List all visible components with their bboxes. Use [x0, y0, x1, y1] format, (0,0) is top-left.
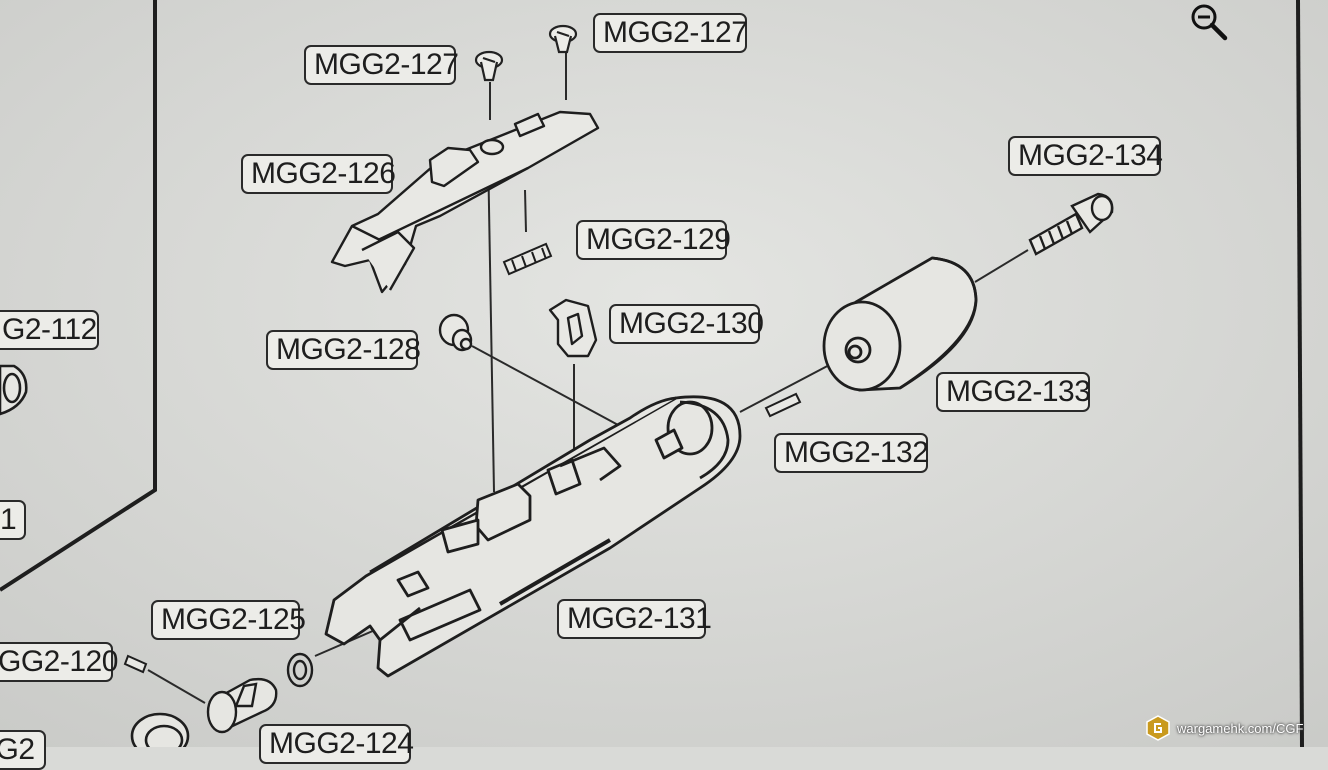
part-mgg2-134-screw — [1028, 192, 1114, 256]
label-bottom-left-partial: G2 — [0, 730, 46, 770]
part-mgg2-125-spring — [123, 654, 148, 674]
part-mgg2-128 — [438, 313, 473, 352]
zoom-out-button[interactable] — [1188, 2, 1230, 42]
part-mgg2-112-partial — [0, 364, 28, 416]
part-oring — [286, 652, 314, 688]
watermark: wargamehk.com/CGF — [1146, 713, 1303, 743]
zoom-out-icon — [1191, 4, 1228, 41]
part-mgg2-133-cylinder — [822, 256, 978, 392]
part-mgg2-131-bolt — [324, 395, 742, 678]
screw-mgg2-127-left — [474, 50, 504, 82]
label-mgg2-120-partial: GG2-120 — [0, 642, 118, 682]
label-mgg2-130: MGG2-130 — [609, 304, 764, 344]
page-frame — [0, 0, 1304, 747]
part-mgg2-129-pin — [502, 242, 553, 276]
part-mgg2-130 — [548, 298, 598, 358]
part-mgg2-126-cover — [330, 110, 600, 294]
label-mgg2-112-partial: G2-112 — [0, 310, 99, 350]
label-mgg2-129: MGG2-129 — [576, 220, 731, 260]
watermark-text: wargamehk.com/CGF — [1177, 720, 1304, 736]
label-mgg2-126: MGG2-126 — [241, 154, 396, 194]
label-mgg2-128: MGG2-128 — [266, 330, 421, 370]
part-bottom-round — [130, 712, 190, 747]
label-mgg2-127-right: MGG2-127 — [593, 13, 748, 53]
label-mgg2-134: MGG2-134 — [1008, 136, 1163, 176]
label-mgg2-131: MGG2-131 — [557, 599, 712, 639]
label-mgg2-132: MGG2-132 — [774, 433, 929, 473]
label-mgg2-133: MGG2-133 — [936, 372, 1091, 412]
label-mgg2-125: MGG2-125 — [151, 600, 306, 640]
label-partial-digit: 1 — [0, 500, 26, 540]
wargamehk-logo-icon — [1146, 715, 1170, 741]
label-mgg2-127-left: MGG2-127 — [304, 45, 459, 85]
screw-mgg2-127-right — [548, 24, 578, 54]
part-mgg2-125-plunger — [206, 677, 278, 734]
part-mgg2-132-pin — [764, 392, 802, 418]
label-mgg2-124: MGG2-124 — [259, 724, 414, 764]
